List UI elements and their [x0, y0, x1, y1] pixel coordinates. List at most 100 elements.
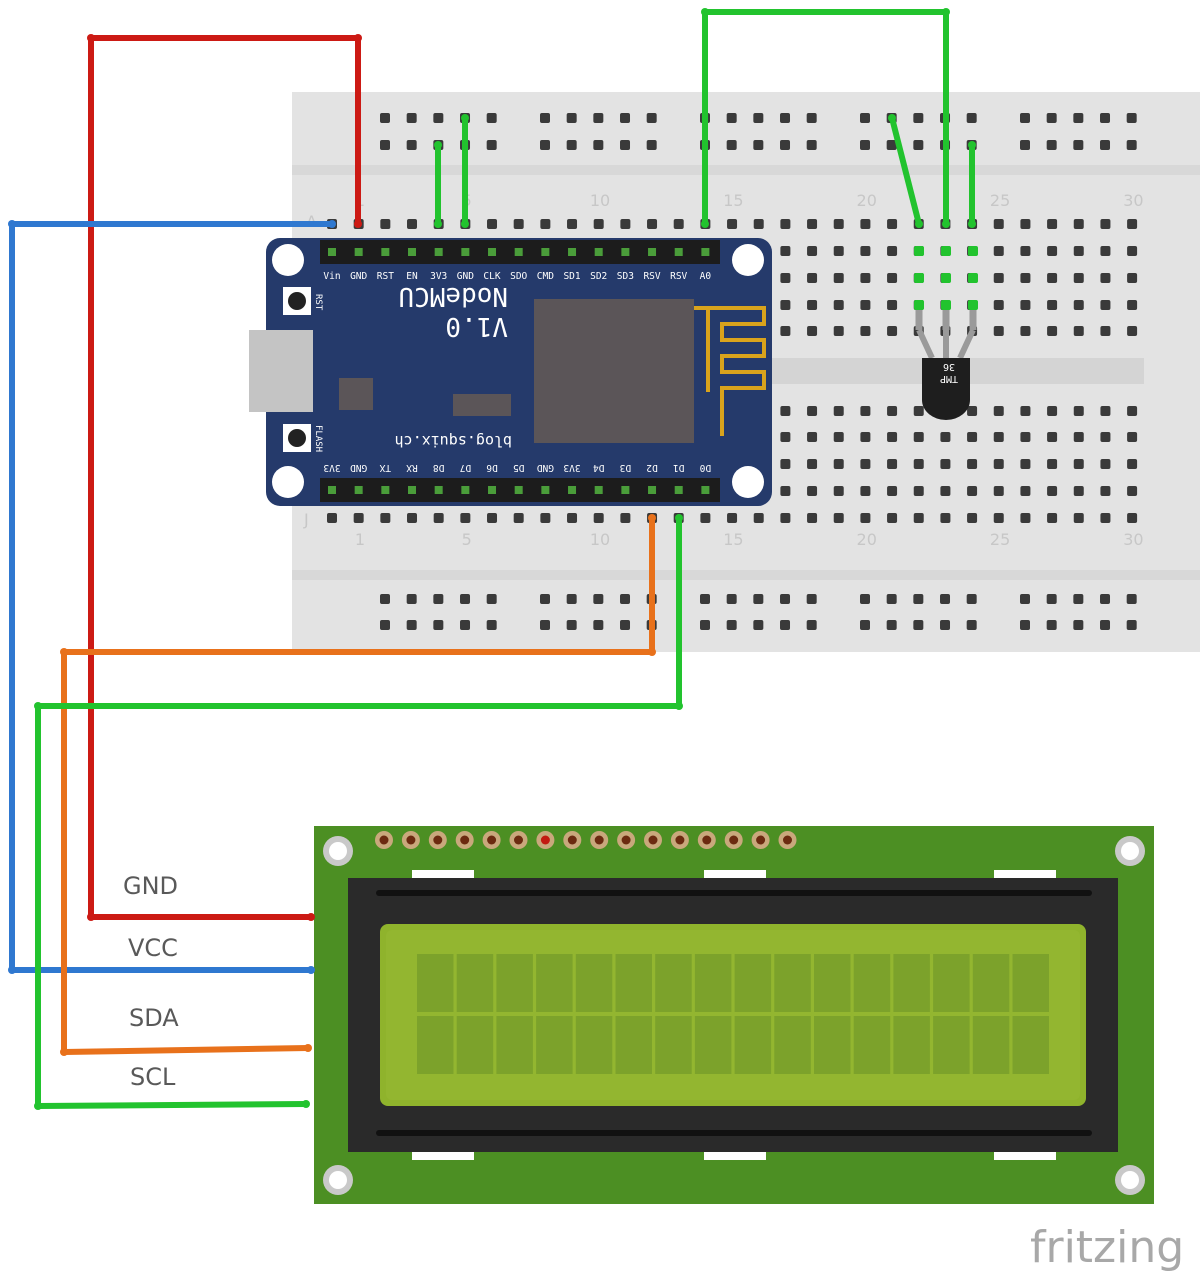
pin-label-bottom: 3V3 [323, 462, 340, 473]
lcd-pin-hole [702, 835, 712, 845]
breadboard-hole [1126, 620, 1137, 630]
wire-vcc-blue [9, 221, 335, 973]
breadboard-hole [566, 140, 577, 150]
breadboard-hole [540, 113, 550, 123]
lcd-char-cell [853, 954, 891, 1012]
lcd-pin-hole [675, 835, 685, 845]
header-pin [381, 486, 390, 494]
lcd-pin-hole [433, 835, 443, 845]
column-number: 10 [590, 191, 610, 210]
lcd-char-cell [814, 1016, 851, 1074]
pin-label-top: GND [350, 271, 367, 282]
wire-bend [34, 702, 42, 710]
pin-label-top: RSV [643, 271, 660, 282]
lcd-char-cell [536, 954, 573, 1012]
breadboard-hole [646, 140, 657, 150]
breadboard-hole [406, 594, 417, 604]
breadboard-hole [726, 620, 737, 630]
breadboard-hole [807, 513, 818, 523]
flash-label: FLASH [313, 425, 323, 452]
breadboard-hole [993, 406, 1004, 416]
breadboard-hole [433, 620, 444, 630]
breadboard-hole [993, 513, 1004, 523]
breadboard-hole [1020, 486, 1031, 496]
breadboard-hole [860, 620, 870, 630]
lcd-char-cell [694, 1016, 732, 1074]
breadboard-hole [860, 594, 870, 604]
breadboard-hole [1046, 140, 1057, 150]
breadboard-hole [913, 406, 924, 416]
lcd-char-cell [615, 954, 652, 1012]
breadboard-hole [967, 486, 978, 496]
lcd-pin-hole [379, 835, 389, 845]
breadboard-hole [1020, 300, 1031, 310]
lcd-char-cell [496, 954, 533, 1012]
column-number: 20 [857, 191, 877, 210]
lcd-char-cell [655, 1016, 692, 1074]
breadboard-hole [407, 219, 418, 229]
lcd-pin-hole [460, 835, 470, 845]
nodemcu-board: RST FLASH V1.0 NodeMCU blog.squix.ch Vin… [249, 238, 772, 506]
wire-bend [307, 966, 315, 974]
pin-label-top: EN [406, 271, 418, 282]
breadboard-hole [780, 594, 791, 604]
breadboard-hole [860, 246, 871, 256]
breadboard-hole [833, 273, 844, 283]
mount-hole [732, 244, 764, 276]
lcd-char-cell [814, 954, 851, 1012]
board-website: blog.squix.ch [395, 432, 512, 450]
breadboard-hole [727, 513, 738, 523]
breadboard-hole [806, 140, 817, 150]
board-version: V1.0 [445, 311, 508, 341]
breadboard-hole [513, 219, 524, 229]
lcd-char-cell [655, 954, 692, 1012]
header-pin [674, 486, 683, 494]
wire-bend [461, 114, 469, 122]
pin-label-top: SD3 [617, 271, 634, 282]
lcd-char-cell [456, 1016, 494, 1074]
breadboard-hole [1047, 219, 1058, 229]
header-pin [461, 486, 470, 494]
breadboard-hole [807, 459, 818, 469]
breadboard-hole [833, 486, 844, 496]
connected-hole [941, 246, 951, 256]
breadboard-hole [753, 113, 764, 123]
breadboard-hole [1020, 406, 1031, 416]
breadboard-hole [993, 273, 1004, 283]
breadboard-hole [620, 113, 631, 123]
lcd-char-cell [893, 954, 930, 1012]
breadboard-hole [1073, 300, 1084, 310]
lcd-char-cell [1012, 954, 1049, 1012]
pin-label-bottom: GND [350, 462, 367, 473]
header-pin [328, 486, 336, 494]
mount-hole [272, 466, 304, 498]
pin-label-bottom: D7 [460, 462, 471, 473]
breadboard-hole [887, 432, 898, 442]
pin-label-bottom: D2 [646, 462, 657, 473]
wire-bend [968, 141, 976, 149]
lcd-char-cell [575, 954, 613, 1012]
breadboard-hole [780, 219, 791, 229]
breadboard-hole [860, 513, 871, 523]
chip-small [339, 378, 373, 410]
wifi-antenna [694, 306, 766, 436]
pin-label-bottom: D8 [433, 462, 445, 473]
breadboard-hole [513, 513, 524, 523]
breadboard-hole [1073, 486, 1084, 496]
breadboard-hole [540, 140, 550, 150]
breadboard-hole [1127, 326, 1138, 336]
mount-hole [272, 244, 304, 276]
pin-label-top: CLK [483, 271, 500, 282]
breadboard-hole [1073, 594, 1084, 604]
breadboard-hole [807, 300, 818, 310]
breadboard-hole [1047, 459, 1058, 469]
breadboard-hole [993, 486, 1004, 496]
pin-label-top: SD1 [563, 271, 580, 282]
header-pin [328, 248, 336, 256]
header-pin [594, 248, 603, 256]
header-pin [514, 248, 523, 256]
breadboard-hole [1126, 594, 1137, 604]
breadboard-hole [1127, 406, 1138, 416]
wire-bend [915, 220, 923, 228]
